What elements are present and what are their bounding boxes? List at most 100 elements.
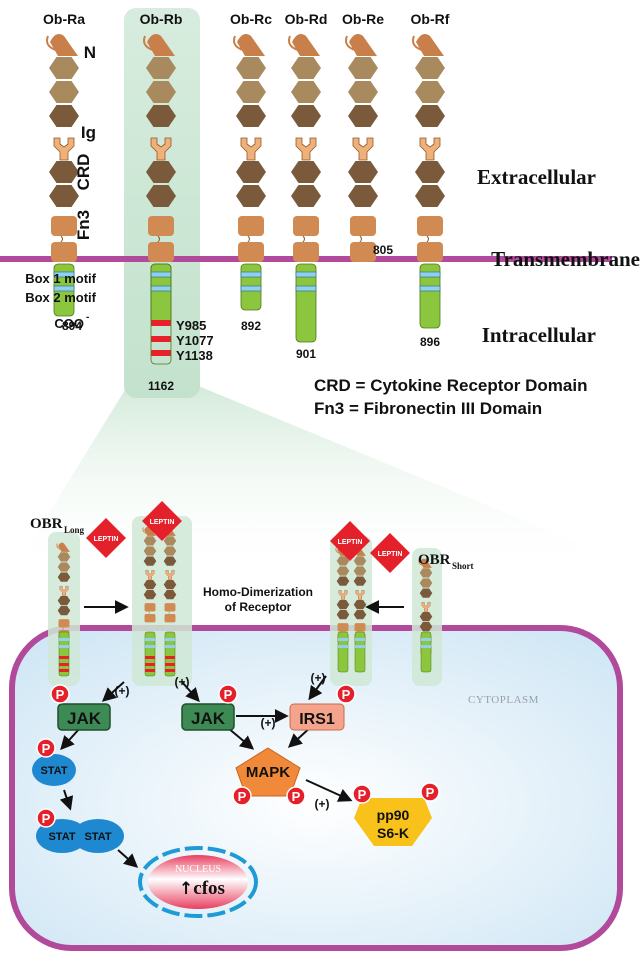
svg-text:LEPTIN: LEPTIN: [338, 539, 363, 546]
ig-domain-y: [295, 137, 317, 161]
stat-dimer-node: STAT STAT: [36, 819, 124, 853]
domain-hex: [336, 556, 350, 566]
signaling-arrows: [59, 675, 353, 868]
fn3-block: [354, 623, 366, 632]
mapk-node: MAPK: [235, 747, 301, 797]
coo-label: COO: [54, 316, 84, 331]
ig-domain-y: [352, 137, 374, 161]
plus-label-4: (+): [261, 716, 276, 730]
ig-domain-y: [145, 570, 155, 580]
phospho-p-2: P: [218, 684, 238, 704]
domain-hex: [146, 105, 176, 127]
svg-text:IRS1: IRS1: [299, 711, 335, 728]
ig-label: Ig: [81, 123, 96, 142]
domain-hex: [415, 57, 445, 79]
ig-domain-y: [355, 590, 365, 600]
svg-text:JAK: JAK: [67, 709, 102, 728]
receptor-ob-ra: [142, 526, 157, 623]
legend-fn3: Fn3 = Fibronectin III Domain: [314, 399, 542, 418]
cytoplasm-label: CYTOPLASM: [468, 694, 539, 706]
mini-box1: [421, 638, 431, 641]
tyrosine-y1138-label: Y1138: [176, 348, 213, 363]
ig-domain-y: [240, 137, 262, 161]
cfos-label: ↑cfos: [179, 878, 225, 899]
domain-hex: [336, 566, 350, 576]
obr-long-subscript: Long: [64, 525, 85, 535]
mini-box2: [338, 645, 348, 648]
n-terminus-tail: [412, 35, 423, 51]
signaling-receptors: [48, 516, 442, 686]
n-terminus-shape: [420, 558, 432, 568]
crd-hex: [348, 161, 378, 183]
intracellular-tail: [295, 263, 317, 343]
n-terminus-tail: [418, 559, 423, 566]
phospho-p-3: P: [336, 684, 356, 704]
obr-short-subscript: Short: [452, 561, 474, 571]
nucleus: NUCLEUS ↑cfos: [138, 846, 258, 918]
plus-label-3: (+): [311, 671, 326, 685]
irs1-node: IRS1: [289, 703, 345, 731]
receptor-isoforms: Ob-Ra894Ob-Rb1162Ob-Rc892Ob-Rd901Ob-Re80…: [43, 11, 450, 393]
mini-box2: [165, 645, 175, 648]
mini-tail: [337, 631, 349, 673]
mini-box2: [355, 645, 365, 648]
crd-hex: [49, 185, 79, 207]
crd-hex: [348, 185, 378, 207]
receptor-label-ob-rc: Ob-Rc: [230, 11, 272, 27]
transmembrane-label: Transmembrane: [491, 247, 640, 271]
receptor-end-ob-ra: 894: [62, 319, 82, 333]
tyrosine-y985-label: Y985: [176, 318, 206, 333]
n-terminus-tail: [335, 547, 340, 554]
coo-charge-label: -: [86, 312, 89, 323]
fn3-block: [350, 242, 376, 262]
dimerization-line2: of Receptor: [225, 600, 292, 614]
plus-label-2: (+): [175, 675, 190, 689]
svg-text:LEPTIN: LEPTIN: [94, 536, 119, 543]
domain-hex: [419, 588, 433, 598]
nucleus-label: NUCLEUS: [175, 864, 221, 875]
domain-hex: [291, 81, 321, 103]
crd-hex: [57, 606, 71, 616]
crd-hex: [419, 611, 433, 622]
box1-motif: [150, 271, 172, 278]
mini-box2: [421, 645, 431, 648]
mini-tyrosine: [59, 656, 69, 659]
crd-hex: [49, 161, 79, 183]
n-terminus-shape: [416, 34, 444, 56]
phospho-p-4: P: [36, 738, 56, 758]
crd-hex: [146, 185, 176, 207]
svg-text:JAK: JAK: [191, 709, 226, 728]
fn3-block: [51, 216, 77, 236]
mini-tyrosine: [145, 663, 155, 666]
crd-hex: [353, 599, 367, 610]
n-terminus-shape: [292, 34, 320, 56]
domain-hex: [57, 552, 71, 562]
fn3-block: [293, 216, 319, 236]
ob-rb-tail-outline: [150, 263, 172, 365]
pp90-s6k-node: pp90 S6-K: [354, 798, 432, 846]
plus-label-1: (+): [115, 684, 130, 698]
svg-text:LEPTIN: LEPTIN: [378, 551, 403, 558]
box1-label: Box 1 motif: [25, 271, 96, 286]
domain-hex: [236, 105, 266, 127]
receptor-label-ob-rb: Ob-Rb: [140, 11, 183, 27]
stat-node: STAT: [32, 754, 76, 786]
n-terminus-tail: [143, 35, 154, 51]
box2-motif: [53, 285, 75, 292]
receptor-label-ob-rf: Ob-Rf: [411, 11, 450, 27]
phospho-p-7: P: [286, 786, 306, 806]
receptor-ob-ra: [46, 34, 79, 262]
svg-text:P: P: [358, 787, 367, 802]
tyrosine-site-1: [151, 320, 171, 326]
svg-text:P: P: [42, 811, 51, 826]
svg-text:P: P: [238, 789, 247, 804]
domain-hex: [348, 57, 378, 79]
n-terminus-tail: [233, 35, 244, 51]
phospho-p-6: P: [232, 786, 252, 806]
fn3-block: [148, 216, 174, 236]
domain-hex: [236, 81, 266, 103]
crd-hex: [419, 622, 433, 632]
box1-motif: [240, 271, 262, 278]
domain-hex: [419, 568, 433, 578]
